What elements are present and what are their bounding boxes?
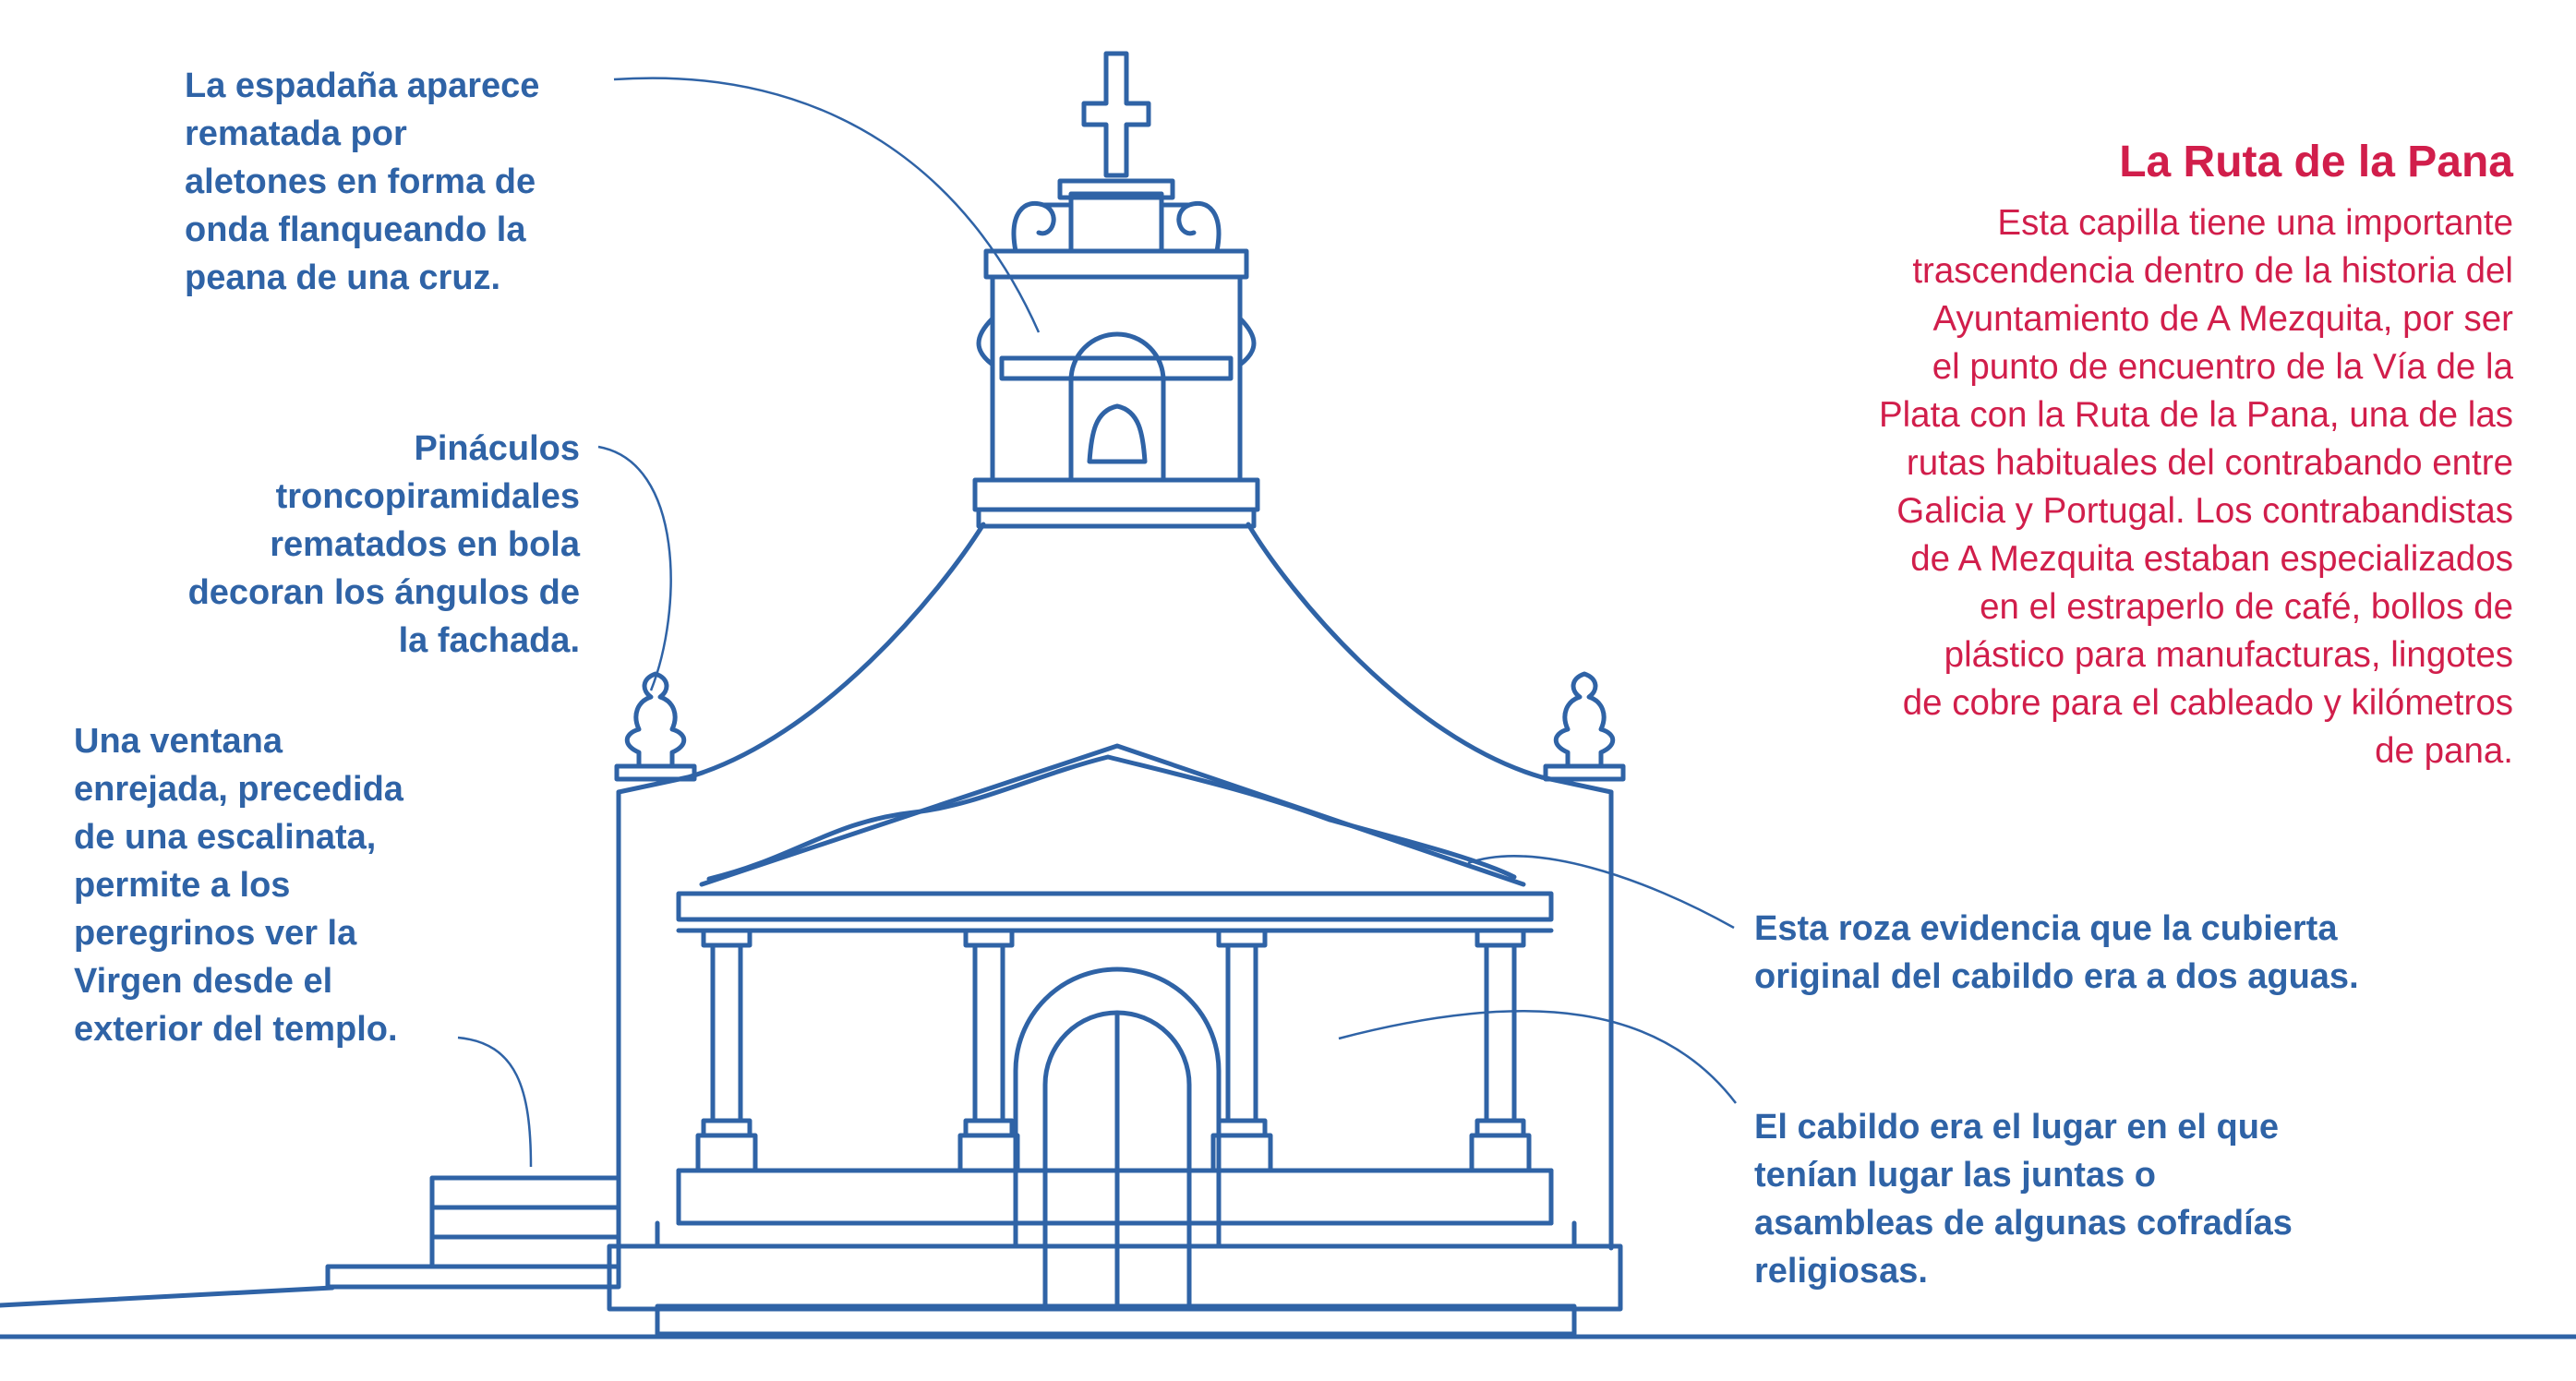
leader-ventana (457, 1036, 533, 1168)
annotation-cabildo: El cabildo era el lugar en el que tenían… (1754, 1108, 2293, 1291)
approach-ramp (0, 1285, 335, 1308)
pinnacle-left (614, 671, 697, 782)
leader-pinaculos (597, 445, 672, 691)
info-body: Esta capilla tiene una importante trasce… (1878, 203, 2513, 771)
leader-cabildo (1338, 1010, 1737, 1104)
annotation-ventana: Una ventana enrejada, precedida de una e… (74, 722, 403, 1049)
annotation-espadana: La espadaña aparece rematada por aletone… (185, 66, 540, 297)
annotation-pinaculos: Pináculos troncopiramidales rematados en… (187, 429, 580, 660)
leader-roza (1467, 855, 1735, 930)
column-2 (957, 928, 1020, 1173)
column-3 (1210, 928, 1273, 1173)
roza-mark (706, 754, 1517, 882)
pinnacle-right (1543, 671, 1626, 782)
annotation-roza: Esta roza evidencia que la cubierta orig… (1754, 909, 2359, 996)
doorway (1013, 967, 1222, 1312)
pediment (699, 743, 1526, 887)
cross-icon (1081, 51, 1151, 178)
roof-curves (685, 507, 1545, 780)
bell-icon (1087, 403, 1148, 464)
belfry (972, 51, 1260, 512)
stair-steps (325, 1175, 621, 1290)
info-title: La Ruta de la Pana (2119, 138, 2513, 186)
column-4 (1469, 928, 1532, 1173)
leader-lines (457, 77, 1737, 1168)
leader-espadana (613, 77, 1041, 333)
column-1 (695, 928, 758, 1173)
